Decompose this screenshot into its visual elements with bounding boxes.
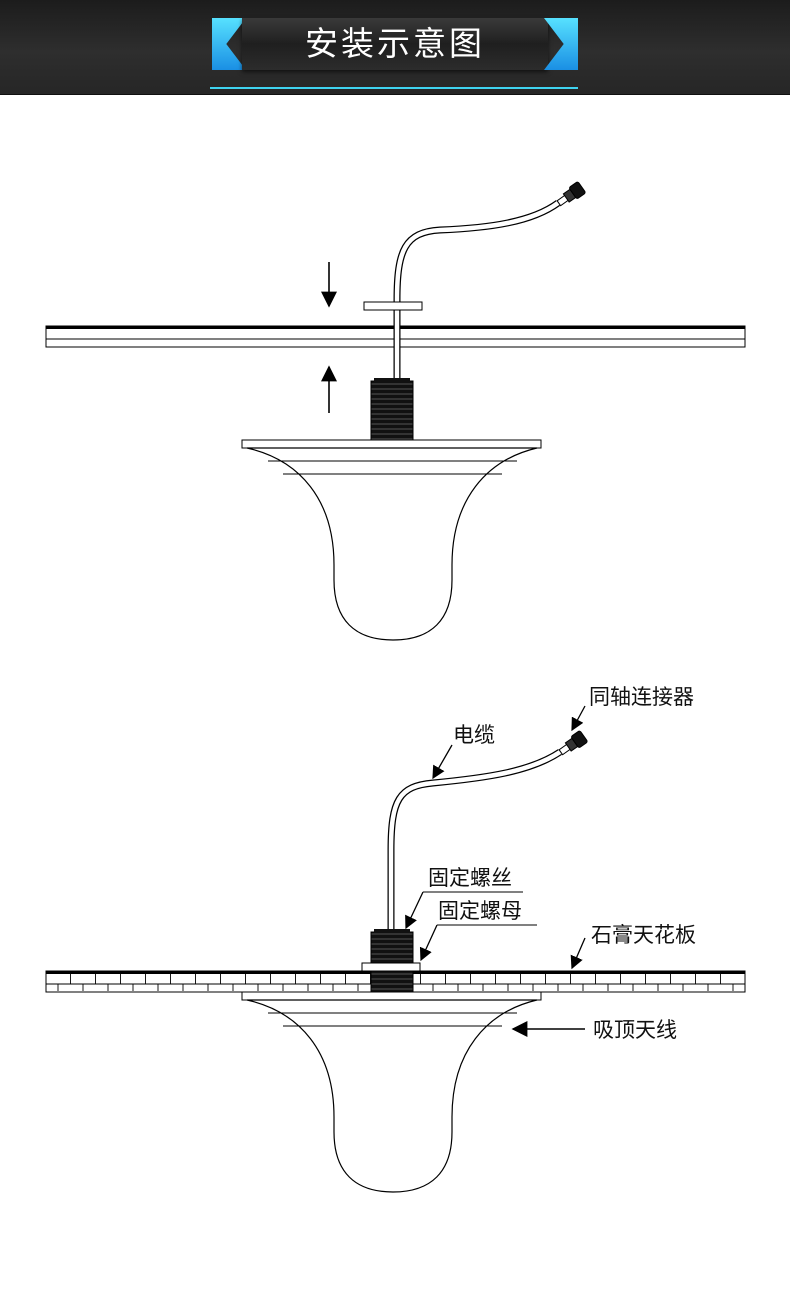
ceiling-leader xyxy=(570,937,586,970)
fixing-bolt-bottom xyxy=(370,931,414,993)
header-underline xyxy=(210,87,578,89)
cable-leader xyxy=(432,744,453,780)
bolt-top-cap xyxy=(374,378,410,382)
diagram-before-install xyxy=(45,181,746,641)
title-banner: 安装示意图 xyxy=(212,18,578,70)
bolt-leader xyxy=(405,891,424,930)
fixing-bolt-top xyxy=(370,380,414,441)
label-coax-connector: 同轴连接器 xyxy=(589,685,694,709)
page-title: 安装示意图 xyxy=(305,24,485,63)
cable-bottom xyxy=(387,749,562,932)
banner-plate xyxy=(242,18,548,70)
label-fixing-bolt: 固定螺丝 xyxy=(428,866,512,890)
bolt-bottom-cap xyxy=(374,929,410,933)
label-fixing-nut: 固定螺母 xyxy=(438,899,522,923)
ceiling-antenna-bottom xyxy=(241,991,542,1193)
coax-connector-top-icon xyxy=(556,181,586,207)
coax-connector-bottom-icon xyxy=(558,730,588,756)
nut-leader xyxy=(419,924,438,962)
ceiling-antenna-top xyxy=(241,439,542,641)
label-cable: 电缆 xyxy=(453,723,495,747)
connector-leader xyxy=(571,705,586,732)
label-ceiling: 石膏天花板 xyxy=(591,923,696,947)
fixing-nut-bottom xyxy=(361,962,421,972)
header-bar: 安装示意图 xyxy=(0,0,790,95)
fixing-nut-top xyxy=(363,301,423,311)
label-antenna: 吸顶天线 xyxy=(593,1018,677,1042)
cable-top xyxy=(393,200,561,382)
diagram-installed: 同轴连接器 电缆 固定螺丝 固定螺母 石膏天花板 吸顶天线 xyxy=(45,685,746,1193)
